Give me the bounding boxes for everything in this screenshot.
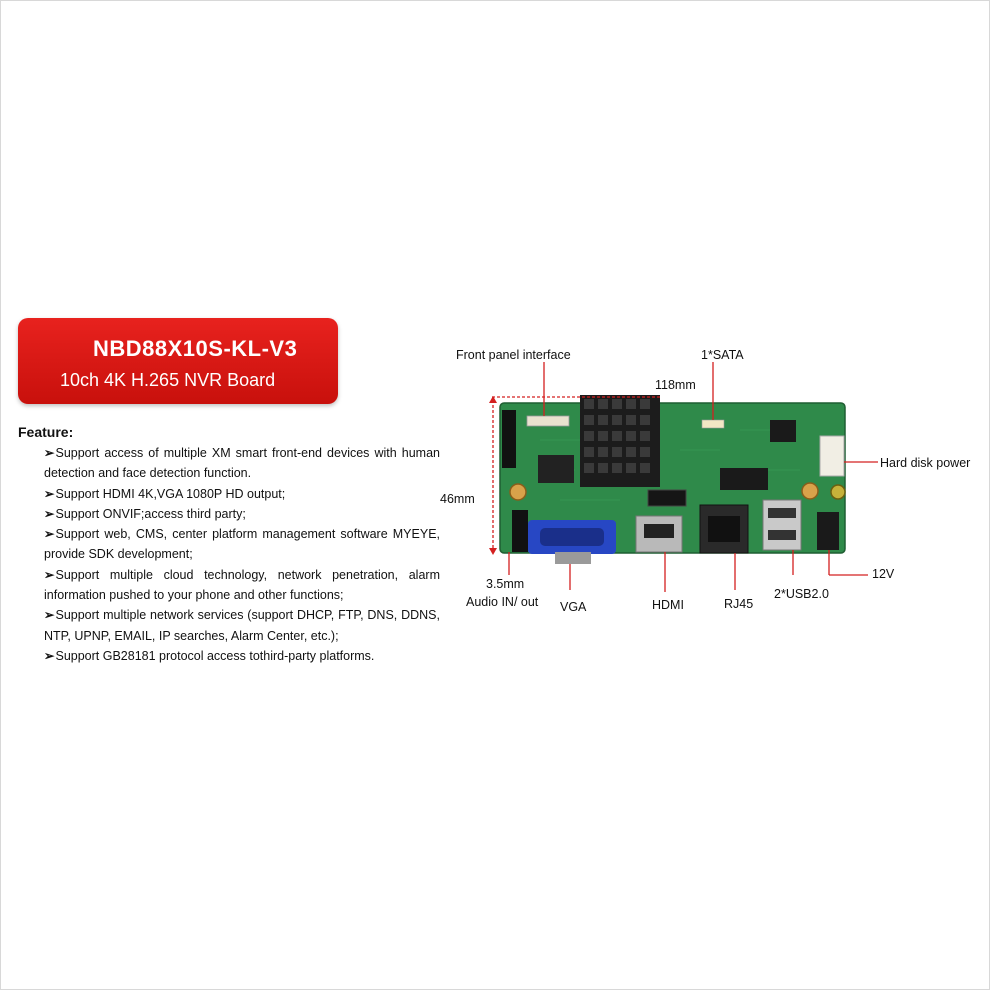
bullet-arrow-icon: ➢: [44, 446, 55, 460]
feature-list: ➢Support access of multiple XM smart fro…: [44, 443, 440, 666]
left-connector: [502, 410, 516, 468]
vga-label: VGA: [560, 600, 587, 614]
product-subtitle: 10ch 4K H.265 NVR Board: [60, 370, 276, 390]
sata-connector: [647, 489, 687, 507]
feature-text: Support multiple cloud technology, netwo…: [44, 567, 440, 603]
bullet-arrow-icon: ➢: [44, 567, 55, 582]
feature-text: Support ONVIF;access third party;: [55, 506, 246, 521]
rj45-port: [699, 504, 749, 554]
audio-jack-block: [512, 510, 528, 552]
product-model: NBD88X10S-KL-V3: [93, 336, 298, 361]
feature-item: ➢Support ONVIF;access third party;: [44, 504, 440, 524]
dc-12v-label: 12V: [872, 567, 895, 581]
height-dimension-label: 46mm: [440, 492, 475, 506]
audio-io-label: Audio IN/ out: [466, 595, 539, 609]
sata-label: 1*SATA: [701, 348, 744, 362]
audio-size-label: 3.5mm: [486, 577, 525, 591]
feature-item: ➢Support access of multiple XM smart fro…: [44, 443, 440, 484]
feature-item: ➢Support GB28181 protocol access tothird…: [44, 646, 440, 666]
hdmi-label: HDMI: [652, 598, 684, 612]
callout-lines: [508, 362, 878, 592]
bullet-arrow-icon: ➢: [44, 506, 55, 521]
usb-ports: [762, 499, 802, 551]
rj45-label: RJ45: [724, 597, 754, 611]
feature-heading: Feature:: [18, 424, 74, 440]
bullet-arrow-icon: ➢: [44, 527, 55, 542]
dc-jack: [817, 512, 839, 550]
dimension-lines: [492, 396, 660, 552]
feature-text: Support GB28181 protocol access tothird-…: [55, 648, 375, 663]
bullet-arrow-icon: ➢: [44, 486, 55, 501]
vga-port: [528, 520, 616, 564]
feature-text: Support web, CMS, center platform manage…: [44, 527, 440, 562]
width-dimension-label: 118mm: [655, 378, 696, 392]
feature-text: Support multiple network services (suppo…: [44, 608, 440, 643]
chip-left: [538, 455, 574, 483]
hdd-power-label: Hard disk power: [880, 456, 971, 470]
front-panel-connector: [526, 415, 570, 427]
heatsink: [580, 395, 660, 487]
bullet-arrow-icon: ➢: [44, 648, 55, 663]
feature-item: ➢Support HDMI 4K,VGA 1080P HD output;: [44, 484, 440, 504]
feature-text: Support HDMI 4K,VGA 1080P HD output;: [55, 486, 286, 501]
chip-right: [720, 468, 768, 490]
feature-item: ➢Support web, CMS, center platform manag…: [44, 524, 440, 565]
product-title-banner: NBD88X10S-KL-V3 10ch 4K H.265 NVR Board: [18, 318, 338, 404]
front-panel-label: Front panel interface: [456, 348, 571, 362]
hdd-power-connector: [819, 435, 845, 477]
usb-label: 2*USB2.0: [774, 587, 829, 601]
feature-item: ➢Support multiple network services (supp…: [44, 605, 440, 646]
feature-item: ➢Support multiple cloud technology, netw…: [44, 565, 440, 606]
bullet-arrow-icon: ➢: [44, 608, 55, 623]
feature-text: Support access of multiple XM smart fron…: [44, 446, 440, 481]
hdmi-port: [635, 515, 683, 553]
